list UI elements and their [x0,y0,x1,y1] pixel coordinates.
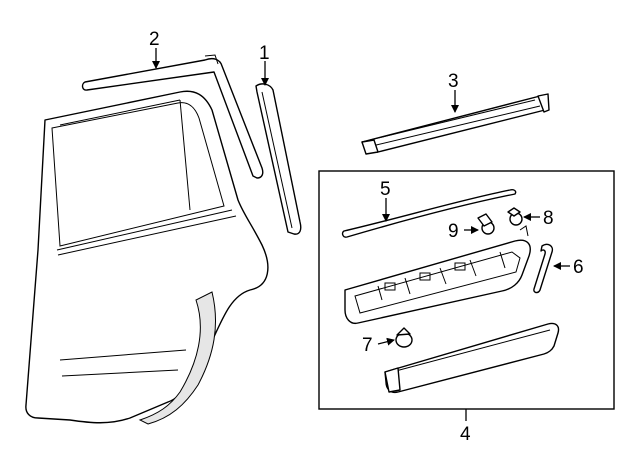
part-7-clip [395,327,413,348]
leader-7 [377,337,395,346]
part-3-belt-moulding [361,93,550,155]
part-1-pillar-garnish [255,83,302,235]
callout-8: 8 [543,208,554,229]
part-2-frame-moulding [81,54,264,179]
part-8-nut [507,207,523,226]
callout-9: 9 [448,221,459,242]
part-9-screw [477,213,495,235]
door-trim-garnish [344,225,531,325]
callout-4: 4 [460,424,471,445]
part-5-weatherstrip [341,189,517,238]
callout-6: 6 [573,257,584,278]
callout-1: 1 [259,43,270,64]
lower-moulding [384,322,560,394]
callout-5: 5 [380,179,391,200]
callout-7: 7 [362,335,373,356]
callout-3: 3 [448,71,459,92]
part-6-clip-strip [533,243,554,294]
callout-2: 2 [149,29,160,50]
rear-door [25,90,269,425]
